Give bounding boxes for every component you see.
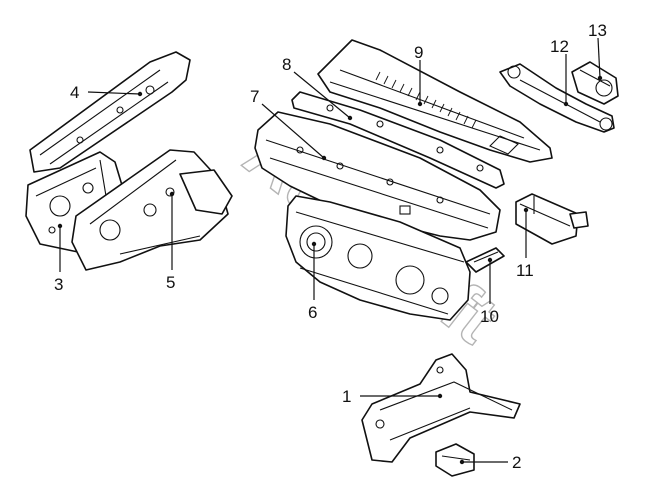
callout-9: 9	[414, 43, 423, 62]
part-2-mount	[435, 443, 475, 477]
callout-2: 2	[512, 453, 521, 472]
part-1-cross-member	[361, 353, 521, 463]
part-4-upper-rail	[29, 51, 191, 173]
callout-7: 7	[250, 87, 259, 106]
callout-10: 10	[480, 307, 499, 326]
callout-12: 12	[550, 37, 569, 56]
callout-1: 1	[342, 387, 351, 406]
callout-4: 4	[70, 83, 79, 102]
part-7-cowl-cross-member	[254, 111, 501, 241]
callout-3: 3	[54, 275, 63, 294]
callout-6: 6	[308, 303, 317, 322]
part-5-side-wall	[71, 149, 233, 271]
part-9-cowl-grille	[317, 39, 553, 163]
callout-labels: 4 3 5 7 8 9 12 13 11 10 6 1 2	[54, 21, 607, 472]
leader-lines	[57, 37, 603, 465]
part-12-wiper-linkage	[499, 63, 615, 133]
callout-13: 13	[588, 21, 607, 40]
callout-11: 11	[516, 261, 534, 280]
part-8-upper-strip	[291, 91, 505, 189]
callout-8: 8	[282, 55, 291, 74]
callout-5: 5	[166, 273, 175, 292]
part-13-wiper-motor	[571, 61, 619, 105]
part-10-bracket	[465, 247, 505, 273]
part-11-control-module	[515, 193, 589, 245]
part-6-bulkhead	[285, 195, 471, 321]
